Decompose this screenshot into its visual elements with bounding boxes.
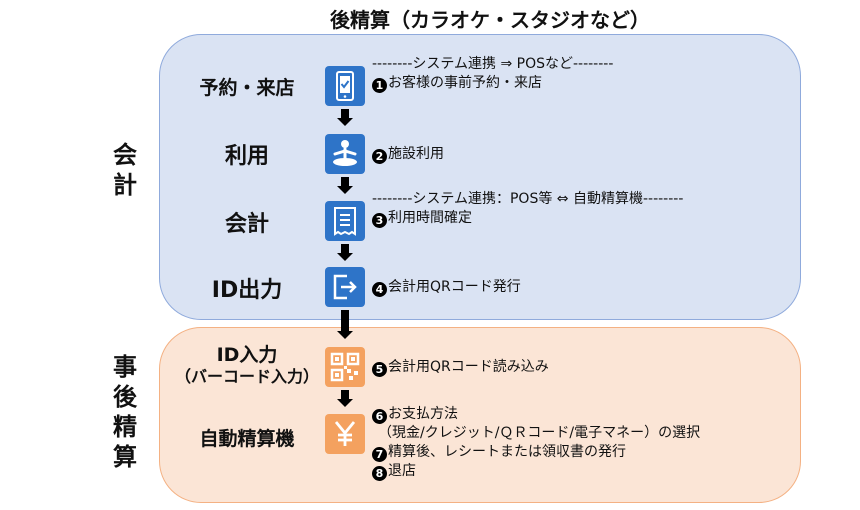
section-label-char: 算 <box>113 443 137 471</box>
section-label-char: 精 <box>113 413 137 441</box>
step-label-id-in: ID入力 （バーコード入力） <box>172 344 322 388</box>
flow-arrow-down <box>337 390 353 407</box>
step-number-badge: 7 <box>372 447 387 462</box>
step-desc-text: 退店 <box>388 463 416 479</box>
step-label-use: 利用 <box>224 144 269 169</box>
yen-icon <box>325 414 365 454</box>
step-desc-text: 精算後、レシートまたは領収書の発行 <box>388 444 626 460</box>
step-number-badge: 6 <box>372 409 387 424</box>
section-label-kaikei: 会 計 <box>105 140 145 200</box>
section-label-char: 事 <box>113 353 137 381</box>
flow-arrow-down <box>337 177 353 194</box>
exit-icon <box>325 267 365 307</box>
person-meditation-icon <box>325 134 365 174</box>
flow-arrow-down <box>337 310 353 339</box>
step-label-id-out: ID出力 <box>211 278 283 303</box>
accounting-panel <box>159 34 801 320</box>
step-number-badge: 5 <box>372 362 387 377</box>
step-desc-text: 会計用QRコード発行 <box>388 279 521 295</box>
post-settlement-panel <box>159 327 801 503</box>
step-number-badge: 2 <box>372 149 387 164</box>
step-label-id-in-main: ID入力 <box>216 344 278 366</box>
step-desc-text: お客様の事前予約・来店 <box>388 75 542 91</box>
step-number-badge: 3 <box>372 213 387 228</box>
step-label-id-in-sub: （バーコード入力） <box>174 367 319 386</box>
section-label-atoseisan: 事 後 精 算 <box>105 352 145 472</box>
section-label-char: 会 <box>113 141 137 169</box>
section-label-char: 後 <box>113 383 137 411</box>
smartphone-check-icon <box>325 66 365 106</box>
step-desc-line: （現金/クレジット/ＱＲコード/電子マネー）の選択 <box>372 424 700 443</box>
diagram-title: 後精算（カラオケ・スタジオなど） <box>330 8 650 32</box>
step-number-badge: 4 <box>372 282 387 297</box>
section-label-char: 計 <box>113 171 137 199</box>
step-desc-text: 会計用QRコード読み込み <box>388 359 549 375</box>
step-desc-text: 利用時間確定 <box>388 210 472 226</box>
step-desc-text: お支払方法 <box>388 406 458 422</box>
qr-code-icon <box>325 347 365 387</box>
step-number-badge: 8 <box>372 466 387 481</box>
step-number-badge: 1 <box>372 78 387 93</box>
step-label-reserve: 予約・来店 <box>199 77 295 99</box>
flow-arrow-down <box>337 109 353 126</box>
flow-arrow-down <box>337 244 353 261</box>
system-link-note: --------システム連携：POS等 ⇔ 自動精算機-------- <box>372 191 684 207</box>
receipt-icon <box>325 201 365 241</box>
step-desc-text: 施設利用 <box>388 146 444 162</box>
step-desc-text: （現金/クレジット/ＱＲコード/電子マネー）の選択 <box>378 425 701 441</box>
step-label-machine: 自動精算機 <box>199 428 295 450</box>
system-link-note: --------システム連携 ⇒ POSなど-------- <box>372 56 614 72</box>
step-label-account: 会計 <box>224 212 269 237</box>
